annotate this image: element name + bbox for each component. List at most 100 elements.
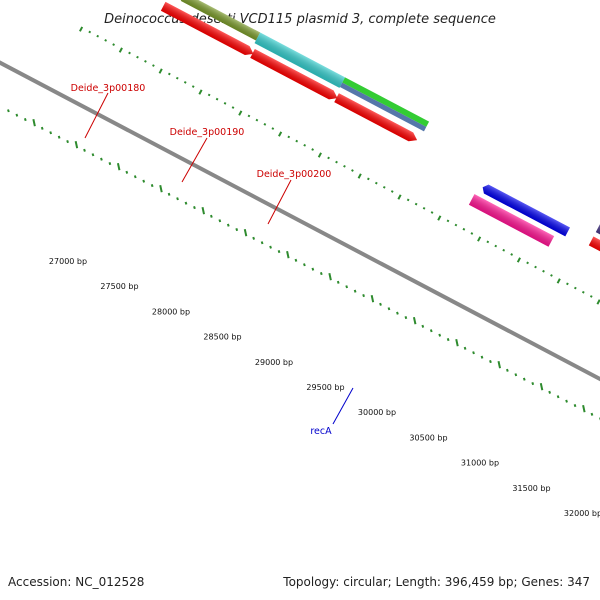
scale-minor-tick [550, 274, 553, 277]
minor-tick [15, 113, 19, 117]
minor-tick [514, 373, 518, 377]
scale-minor-tick [502, 248, 506, 252]
scale-minor-tick [175, 76, 179, 80]
major-tick [32, 118, 36, 127]
minor-tick [269, 245, 272, 249]
minor-tick [252, 236, 256, 240]
scale-minor-tick [574, 286, 577, 290]
scale-minor-tick [88, 30, 92, 34]
scale-major-tick [556, 278, 561, 284]
map-title: Deinococcus deserti VCD115 plasmid 3, co… [104, 12, 496, 27]
purple-feature [595, 221, 600, 303]
scale-minor-tick [454, 223, 458, 227]
minor-tick [480, 355, 484, 359]
scale-major-tick [357, 173, 362, 179]
major-tick [370, 294, 375, 303]
scale-label: 29500 bp [306, 383, 344, 392]
blue-feature [482, 184, 570, 237]
minor-tick [472, 351, 475, 355]
scale-minor-tick [152, 64, 155, 67]
minor-tick [108, 161, 112, 166]
minor-tick [463, 346, 467, 350]
scale-label: 32000 bp [564, 509, 600, 518]
scale-minor-tick [406, 198, 410, 202]
minor-tick [506, 368, 509, 372]
scale-major-tick [238, 110, 243, 116]
scale-minor-tick [231, 106, 235, 109]
gene-label-deide-3p00190: Deide_3p00190 [170, 127, 245, 138]
minor-tick [573, 403, 577, 408]
major-tick [116, 162, 121, 171]
leader-line [332, 387, 354, 425]
minor-tick [83, 148, 86, 152]
scale-minor-tick [581, 290, 585, 294]
minor-tick [345, 285, 349, 289]
scale-minor-tick [335, 160, 338, 164]
scale-major-tick [596, 299, 600, 305]
scale-minor-tick [470, 232, 474, 235]
scale-minor-tick [96, 34, 100, 38]
minor-tick [522, 377, 526, 381]
minor-tick [91, 153, 95, 157]
scale-major-tick [79, 26, 84, 32]
outer-tick-ring [7, 109, 600, 421]
scale-minor-tick [136, 55, 139, 59]
major-tick [582, 404, 586, 413]
minor-tick [379, 302, 382, 306]
minor-tick [260, 241, 264, 245]
major-tick [497, 360, 501, 369]
minor-tick [176, 197, 179, 201]
inner-scale-ring [79, 26, 600, 305]
minor-tick [429, 329, 433, 333]
green-feature [342, 77, 430, 127]
scale-major-tick [158, 68, 163, 74]
major-tick [243, 228, 248, 237]
scale-minor-tick [327, 156, 330, 160]
scale-label: 30000 bp [358, 408, 396, 417]
leader-line [181, 137, 208, 183]
scale-minor-tick [255, 118, 259, 122]
minor-tick [218, 219, 222, 223]
scale-major-tick [477, 236, 482, 242]
minor-tick [396, 311, 399, 315]
minor-tick [49, 131, 53, 135]
minor-tick [362, 293, 365, 298]
backbone-line [0, 0, 600, 520]
scale-minor-tick [534, 265, 537, 269]
minor-tick [133, 175, 137, 179]
minor-tick [303, 263, 306, 267]
scale-minor-tick [167, 72, 171, 76]
scale-minor-tick [462, 227, 466, 231]
scale-minor-tick [542, 269, 545, 273]
cds-arrow [334, 93, 418, 142]
minor-tick [66, 139, 69, 144]
scale-minor-tick [367, 177, 370, 181]
major-tick [159, 184, 163, 193]
scale-major-tick [516, 257, 521, 263]
scale-minor-tick [486, 240, 490, 244]
scale-minor-tick [390, 190, 394, 193]
minor-tick [142, 179, 146, 183]
cds-arrow [160, 1, 254, 56]
major-tick [539, 382, 544, 391]
minor-tick [7, 109, 10, 113]
scale-label: 29000 bp [255, 358, 293, 367]
cyan-feature [254, 32, 346, 88]
minor-tick [353, 289, 357, 293]
cds-arrow [250, 48, 338, 100]
scale-major-tick [278, 131, 283, 137]
minor-tick [235, 227, 239, 232]
scale-minor-tick [446, 219, 450, 223]
minor-tick [277, 249, 281, 254]
minor-tick [184, 201, 188, 205]
olive-feature [180, 0, 261, 41]
major-tick [201, 206, 205, 215]
scale-minor-tick [215, 97, 219, 101]
scale-minor-tick [287, 135, 291, 139]
minor-tick [438, 333, 442, 337]
minor-tick [150, 183, 154, 188]
scale-minor-tick [494, 244, 498, 248]
scale-minor-tick [207, 93, 211, 97]
